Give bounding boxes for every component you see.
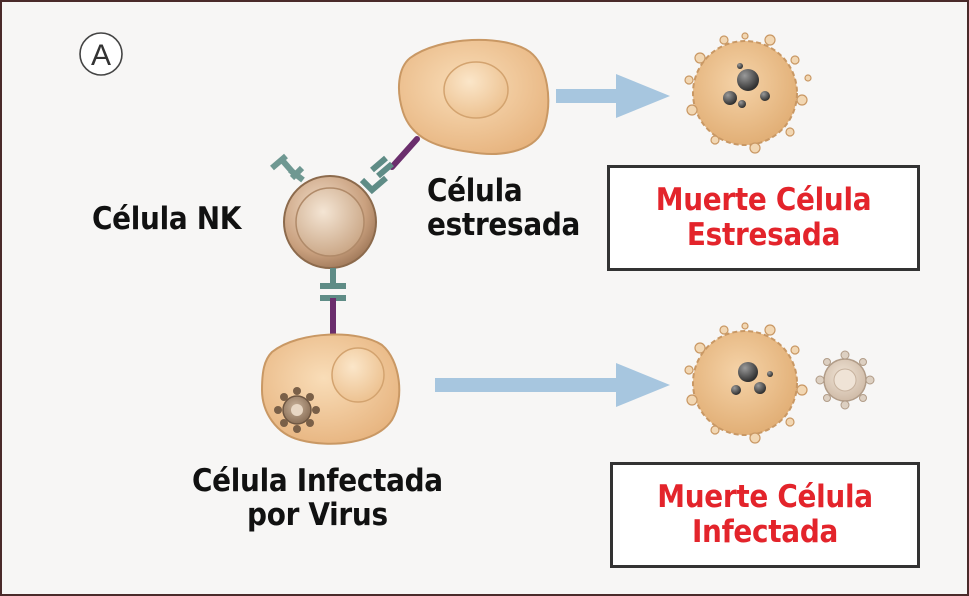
svg-text:A: A [91,39,111,72]
stressed-cell-label-line2: estresada [427,207,581,243]
outcome-stressed-line2: Estresada [686,217,841,253]
outcome-infected-line2: Infectada [691,514,839,550]
nk-cell-label: Célula NK [92,201,242,237]
infected-cell [260,333,401,445]
dead-cell-stressed [684,32,812,154]
nk-cell [283,175,377,269]
infected-cell-label: Célula Infectada por Virus [192,464,443,532]
stressed-cell-label: Célula estresada [427,174,580,242]
stressed-cell [397,38,550,155]
stressed-cell-label-line1: Célula [427,173,523,209]
arrow-stressed [556,74,670,118]
outcome-box-infected: Muerte Célula Infectada [610,462,920,568]
infected-cell-label-line2: por Virus [247,497,388,533]
panel-marker: A [79,32,123,76]
outcome-infected-line1: Muerte Célula [657,479,873,515]
nk-receptor-idle [270,153,305,183]
infected-cell-label-line1: Célula Infectada [192,463,443,499]
dead-cell-infected [684,322,808,444]
released-virus-icon [815,350,875,410]
arrow-infected [435,363,670,407]
outcome-stressed-line1: Muerte Célula [655,182,872,218]
virus-icon [274,387,320,433]
stressed-synapse [359,136,420,195]
outcome-box-stressed: Muerte Célula Estresada [607,165,920,271]
